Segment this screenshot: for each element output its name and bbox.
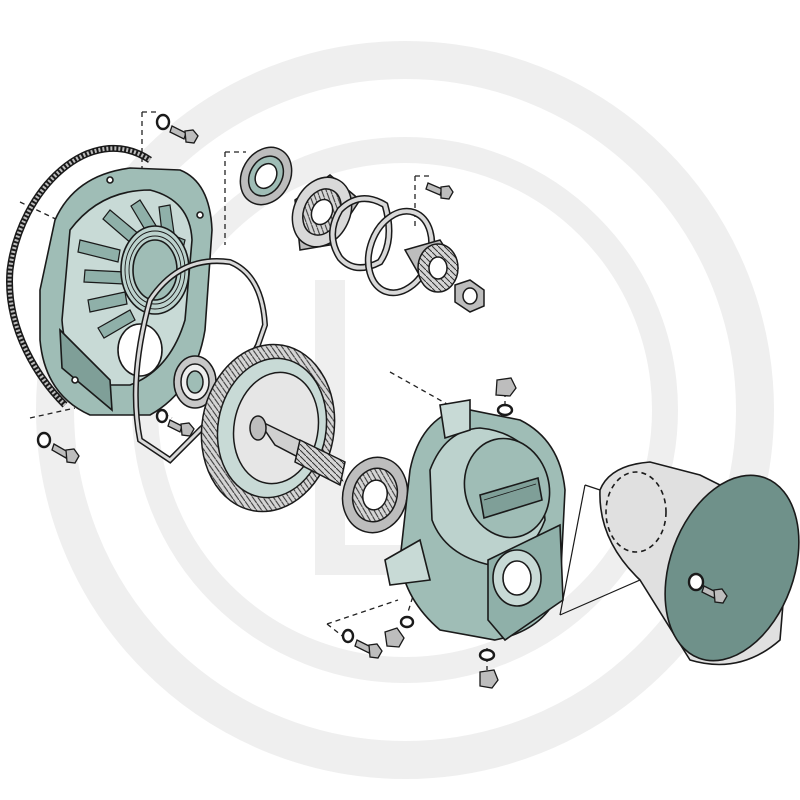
splined-hub <box>403 239 460 293</box>
gearbox-housing <box>384 399 566 642</box>
bolt-top-left <box>155 113 199 144</box>
plug-bottom-mid <box>384 615 415 648</box>
bolt-bottom <box>341 628 383 659</box>
small-bearing <box>173 355 217 409</box>
plug-top <box>495 377 517 417</box>
bolts-and-washers <box>36 113 728 689</box>
ring-gear <box>6 144 152 408</box>
plug-bottom <box>478 648 499 689</box>
bolt-guard <box>687 572 728 604</box>
bolt-top-right <box>425 182 454 200</box>
wave-washer <box>329 195 393 272</box>
front-housing-cover <box>39 167 213 416</box>
shaft-bearing <box>341 456 409 534</box>
tapered-roller-bearing <box>291 174 361 251</box>
bolt-left <box>36 431 80 464</box>
large-gear-with-shaft <box>200 343 346 513</box>
bolt-gasket <box>155 408 195 437</box>
shaft-seal <box>239 146 293 206</box>
nut <box>454 279 485 313</box>
bell-guard <box>559 461 800 666</box>
